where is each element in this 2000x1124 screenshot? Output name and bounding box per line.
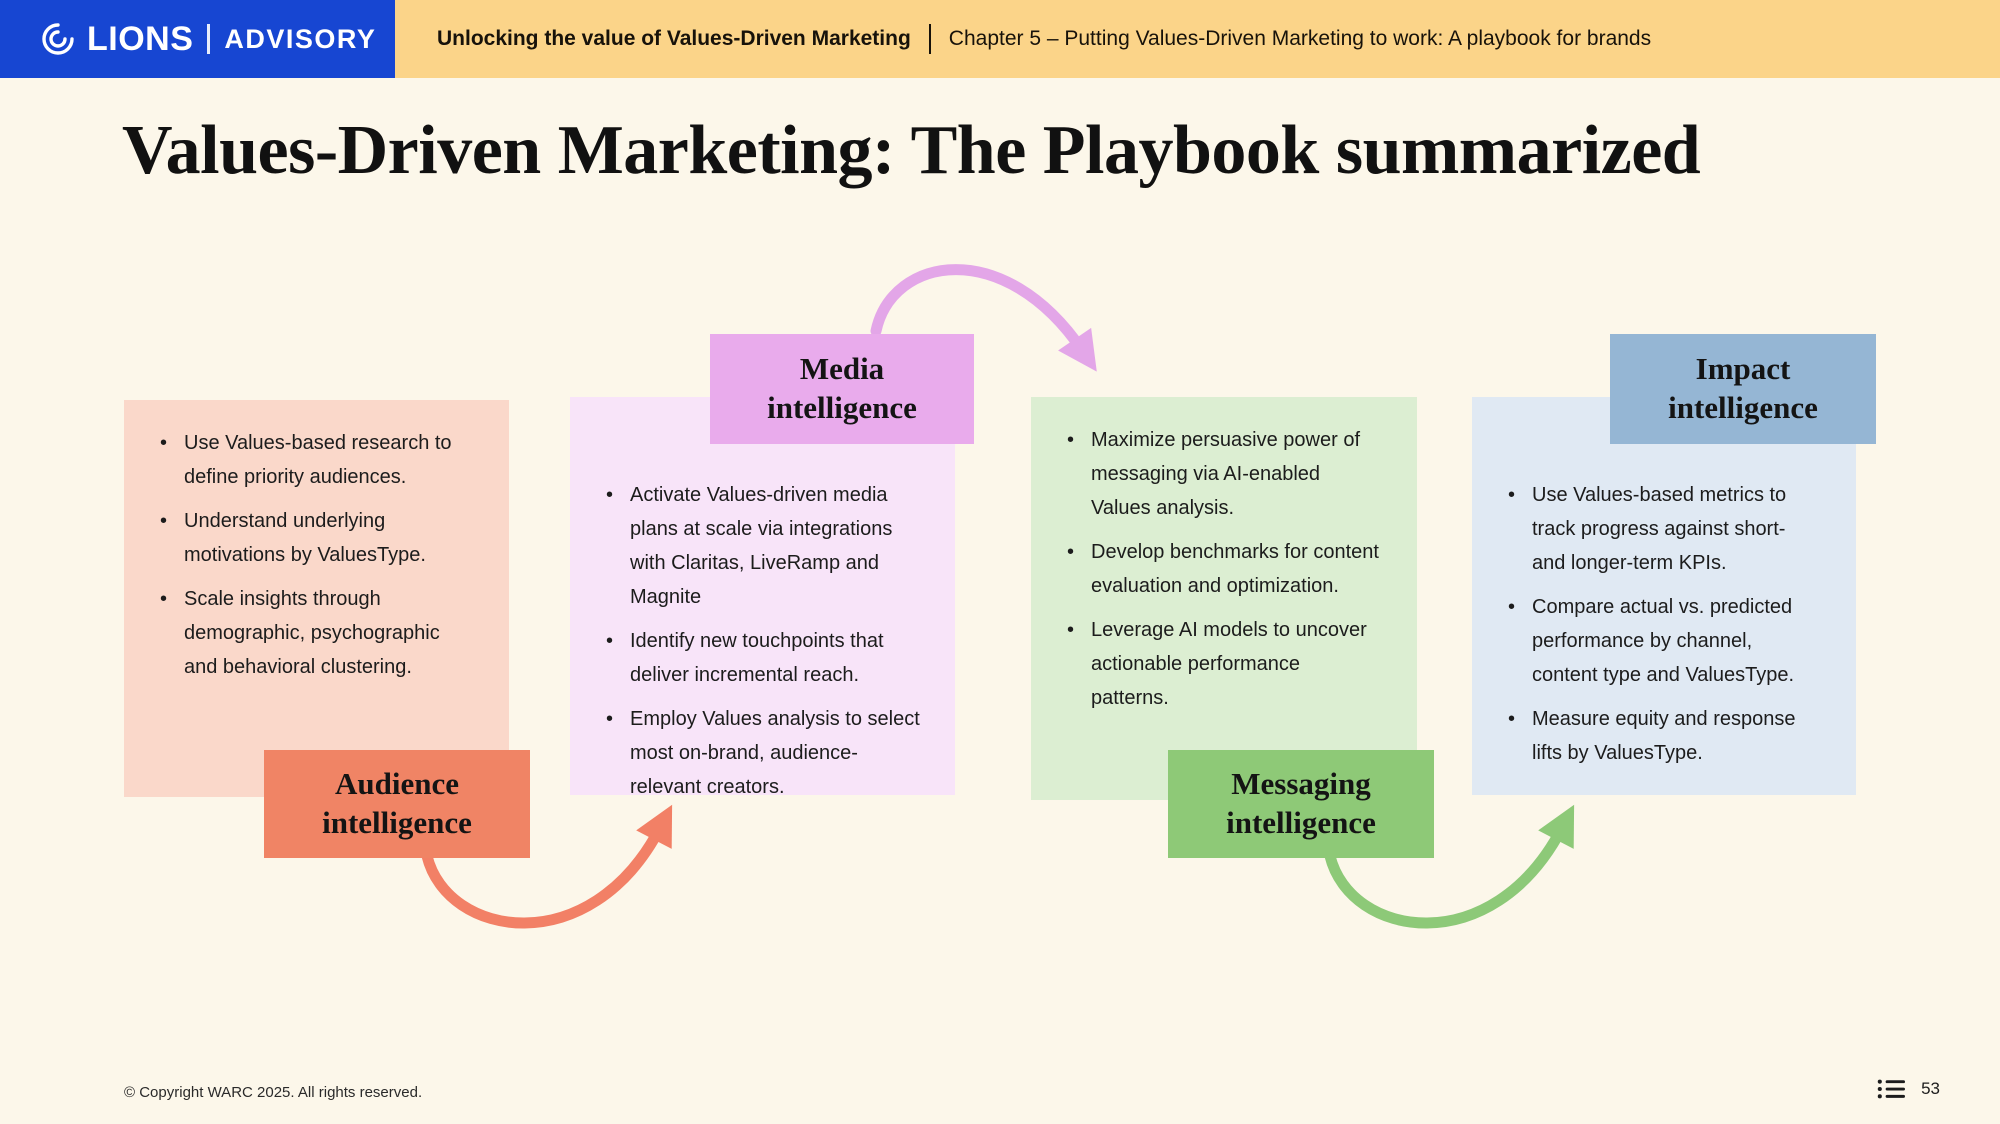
copyright-text: © Copyright WARC 2025. All rights reserv… [124,1084,423,1101]
bullet-item: Develop benchmarks for content evaluatio… [1065,535,1383,603]
bullet-item: Maximize persuasive power of messaging v… [1065,423,1383,525]
header-titles: Unlocking the value of Values-Driven Mar… [395,0,2000,78]
bullet-list-impact: Use Values-based metrics to track progre… [1506,478,1822,770]
label-text: Media intelligence [767,351,917,425]
brand-name: LIONS [87,19,194,58]
bullet-item: Identify new touchpoints that deliver in… [604,624,921,692]
label-media-intelligence: Media intelligence [710,334,974,444]
page-navigation: 53 [1877,1078,1940,1100]
logo-divider [207,24,211,54]
lions-lion-icon [40,21,76,57]
header-title-divider [928,24,931,54]
bullet-list-audience: Use Values-based research to define prio… [158,426,475,684]
page-title: Values-Driven Marketing: The Playbook su… [122,112,1701,189]
label-impact-intelligence: Impact intelligence [1610,334,1876,444]
panel-impact-intelligence: Use Values-based metrics to track progre… [1472,397,1856,795]
label-text: Impact intelligence [1668,351,1818,425]
bullet-item: Understand underlying motivations by Val… [158,504,475,572]
bullet-item: Use Values-based research to define prio… [158,426,475,494]
label-text: Messaging intelligence [1226,766,1376,840]
panel-media-intelligence: Activate Values-driven media plans at sc… [570,397,955,798]
bullet-item: Activate Values-driven media plans at sc… [604,478,921,614]
label-messaging-intelligence: Messaging intelligence [1168,750,1434,858]
logo-block: LIONS ADVISORY [0,0,395,78]
label-text: Audience intelligence [322,766,472,840]
bullet-list-media: Activate Values-driven media plans at sc… [604,478,921,804]
bullet-item: Scale insights through demographic, psyc… [158,582,475,684]
bullet-list-messaging: Maximize persuasive power of messaging v… [1065,423,1383,715]
label-audience-intelligence: Audience intelligence [264,750,530,858]
brand-division: ADVISORY [224,23,377,54]
bullet-item: Employ Values analysis to select most on… [604,702,921,804]
bullet-item: Use Values-based metrics to track progre… [1506,478,1822,580]
top-bar: LIONS ADVISORY Unlocking the value of Va… [0,0,2000,78]
chapter-title: Chapter 5 – Putting Values-Driven Market… [948,27,1652,50]
bullet-item: Leverage AI models to uncover actionable… [1065,613,1383,715]
report-title: Unlocking the value of Values-Driven Mar… [437,27,911,50]
panel-messaging-intelligence: Maximize persuasive power of messaging v… [1031,397,1417,800]
bullet-item: Measure equity and response lifts by Val… [1506,702,1822,770]
page-number: 53 [1921,1079,1940,1098]
contents-icon[interactable] [1877,1078,1906,1100]
bullet-item: Compare actual vs. predicted performance… [1506,590,1822,692]
panel-audience-intelligence: Use Values-based research to define prio… [124,400,509,797]
